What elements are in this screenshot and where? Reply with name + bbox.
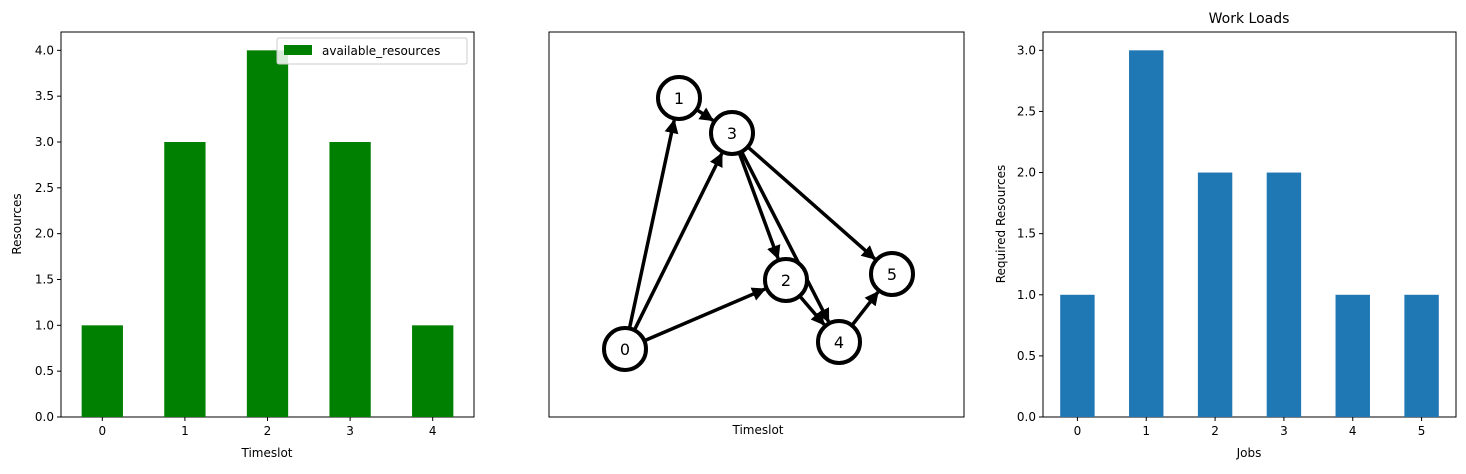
graph-edge (740, 150, 831, 323)
chart1-ytick-label: 3.0 (35, 135, 54, 149)
available-resources-chart: 0.0 0.5 1.0 1.5 2.0 2.5 3.0 3.5 4.0 0 1 2 3 4 Timesl… (10, 31, 475, 460)
chart3-xlabel: Jobs (1236, 446, 1262, 460)
legend-label: available_resources (322, 44, 440, 58)
chart1-ytick-label: 0.0 (35, 410, 54, 424)
chart1-xtick-label: 2 (264, 424, 272, 438)
chart3-xtick-label: 1 (1142, 424, 1150, 438)
chart3-title: Work Loads (1209, 11, 1290, 27)
chart1-ytick-label: 3.5 (35, 89, 54, 103)
chart1-ytick-label: 1.0 (35, 318, 54, 332)
chart3-ytick-label: 1.0 (1017, 288, 1036, 302)
chart1-bar (329, 142, 371, 417)
chart1-xlabel: Timeslot (241, 446, 293, 460)
graph-node (763, 257, 809, 303)
graph-edge (737, 152, 781, 260)
graph-edge (746, 145, 876, 261)
chart3-xtick-label: 0 (1074, 424, 1082, 438)
graph-node-label: 4 (834, 333, 844, 352)
graph-node (656, 75, 702, 121)
chart1-ytick-label: 4.0 (35, 43, 54, 57)
graph-edge (850, 291, 880, 327)
graph-node-label: 0 (620, 340, 630, 359)
chart3-frame (1042, 31, 1457, 418)
graph-edge (632, 152, 724, 331)
legend-box (276, 37, 468, 65)
chart3-bar (1404, 294, 1439, 417)
graph-edge (695, 107, 714, 122)
chart1-ytick-label: 2.0 (35, 227, 54, 241)
chart1-xtick-label: 1 (181, 424, 189, 438)
graph-frame (548, 31, 965, 418)
graph-edge (643, 287, 767, 343)
chart3-bar (1197, 172, 1233, 417)
graph-edge (627, 119, 679, 329)
graph-node (816, 319, 862, 365)
graph-node (869, 251, 915, 297)
chart1-bar (412, 325, 454, 417)
graph-node (709, 110, 755, 156)
graph-node-label: 1 (674, 89, 684, 108)
chart1-bar (246, 50, 289, 417)
dependency-graph: 0 1 2 3 4 5 Timeslot (548, 31, 965, 437)
chart3-ytick-label: 1.5 (1017, 227, 1036, 241)
chart3-ytick-label: 0.5 (1017, 349, 1036, 363)
chart1-ylabel: Resources (10, 193, 24, 254)
chart3-ytick-label: 2.5 (1017, 104, 1036, 118)
chart1-ytick-label: 0.5 (35, 364, 54, 378)
chart3-ytick-label: 0.0 (1017, 410, 1036, 424)
chart1-xtick-label: 0 (98, 424, 106, 438)
graph-node-label: 5 (887, 265, 897, 284)
graph-node (602, 326, 648, 372)
chart3-ytick-label: 2.0 (1017, 166, 1036, 180)
chart1-legend: available_resources (276, 37, 468, 65)
chart1-bar (81, 325, 123, 417)
chart3-xtick-label: 2 (1211, 424, 1219, 438)
chart1-ytick-label: 1.5 (35, 273, 54, 287)
chart3-bar (1060, 294, 1095, 417)
chart1-ytick-label: 2.5 (35, 181, 54, 195)
chart3-xtick-label: 4 (1349, 424, 1357, 438)
chart3-xtick-label: 5 (1418, 424, 1426, 438)
chart3-ylabel: Required Resources (994, 165, 1008, 284)
graph-edge (798, 294, 826, 326)
chart3-xtick-label: 3 (1280, 424, 1288, 438)
chart1-bar (164, 142, 206, 417)
legend-swatch (284, 45, 312, 55)
graph-node-label: 3 (727, 124, 737, 143)
chart3-ytick-label: 3.0 (1017, 43, 1036, 57)
chart3-bar (1335, 294, 1370, 417)
graph-node-label: 2 (781, 271, 791, 290)
chart1-xtick-label: 4 (429, 424, 437, 438)
graph-xlabel: Timeslot (732, 423, 784, 437)
chart3-bar (1129, 50, 1164, 417)
chart3-bar (1266, 172, 1302, 417)
chart1-xtick-label: 3 (346, 424, 354, 438)
